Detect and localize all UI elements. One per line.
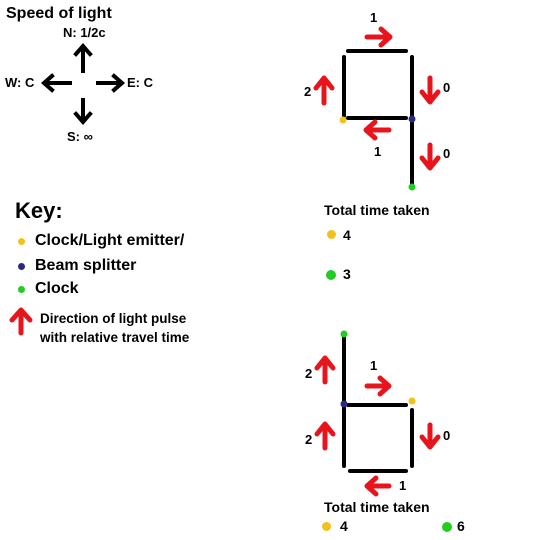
speed-title: Speed of light (6, 5, 112, 22)
d2-total-emitter-dot-icon (322, 522, 331, 531)
compass-east-label: E: C (127, 75, 153, 90)
key-item-splitter: Beam splitter (35, 257, 137, 274)
d1-total-title: Total time taken (324, 202, 430, 218)
north-arrow-icon (73, 42, 93, 73)
d1-total-emitter-value: 4 (343, 227, 351, 243)
key-title: Key: (15, 198, 63, 223)
green-dot-icon (18, 286, 25, 293)
d1-label-right: 0 (443, 80, 451, 95)
d2-clock-dot (340, 330, 348, 338)
key-item-emitter: Clock/Light emitter/ (35, 232, 185, 249)
d2-arrow-left-icon (314, 421, 336, 451)
d2-total-emitter-value: 4 (340, 518, 348, 534)
d2-emitter-dot (408, 397, 416, 405)
d2-label-bottom: 1 (399, 478, 407, 493)
d2-label-right: 0 (443, 428, 451, 443)
d2-arrow-tail-icon (314, 355, 336, 385)
d2-splitter-dot (340, 400, 348, 408)
d1-total-clock-dot-icon (326, 270, 336, 280)
key-item-clock: Clock (35, 280, 79, 297)
d1-label-top: 1 (370, 10, 378, 25)
d2-total-clock-dot-icon (442, 522, 452, 532)
d1-label-bottom: 1 (374, 144, 382, 159)
west-arrow-icon (40, 73, 72, 93)
key-arrow-line2: with relative travel time (40, 330, 190, 345)
navy-dot-icon (18, 263, 25, 270)
key-arrow-line1: Direction of light pulse (40, 311, 187, 326)
d2-total-clock-value: 6 (457, 518, 465, 534)
d1-splitter-dot (408, 115, 416, 123)
d2-arrow-top-icon (364, 375, 392, 397)
south-arrow-icon (73, 98, 93, 126)
d2-label-tail: 2 (305, 366, 313, 381)
d1-clock-dot (408, 183, 416, 191)
d1-arrow-top-icon (364, 26, 393, 48)
d1-total-clock-value: 3 (343, 266, 351, 282)
compass-west-label: W: C (5, 75, 35, 90)
d1-arrow-tail-icon (419, 142, 441, 171)
d1-emitter-dot (339, 116, 347, 124)
d2-label-top: 1 (370, 358, 378, 373)
d1-label-left: 2 (304, 84, 312, 99)
d2-total-title: Total time taken (324, 499, 430, 515)
d1-arrow-left-icon (313, 75, 335, 106)
yellow-dot-icon (18, 238, 25, 245)
d2-arrow-right-icon (419, 422, 441, 450)
compass-south-label: S: ∞ (67, 129, 93, 144)
d2-label-left: 2 (305, 432, 313, 447)
d1-arrow-right-icon (419, 75, 441, 105)
d1-arrow-bottom-icon (363, 119, 392, 141)
d2-arrow-bottom-icon (364, 475, 392, 497)
compass-north-label: N: 1/2c (63, 25, 106, 40)
d1-label-tail: 0 (443, 146, 451, 161)
d1-total-emitter-dot-icon (327, 230, 336, 239)
east-arrow-icon (96, 73, 126, 93)
